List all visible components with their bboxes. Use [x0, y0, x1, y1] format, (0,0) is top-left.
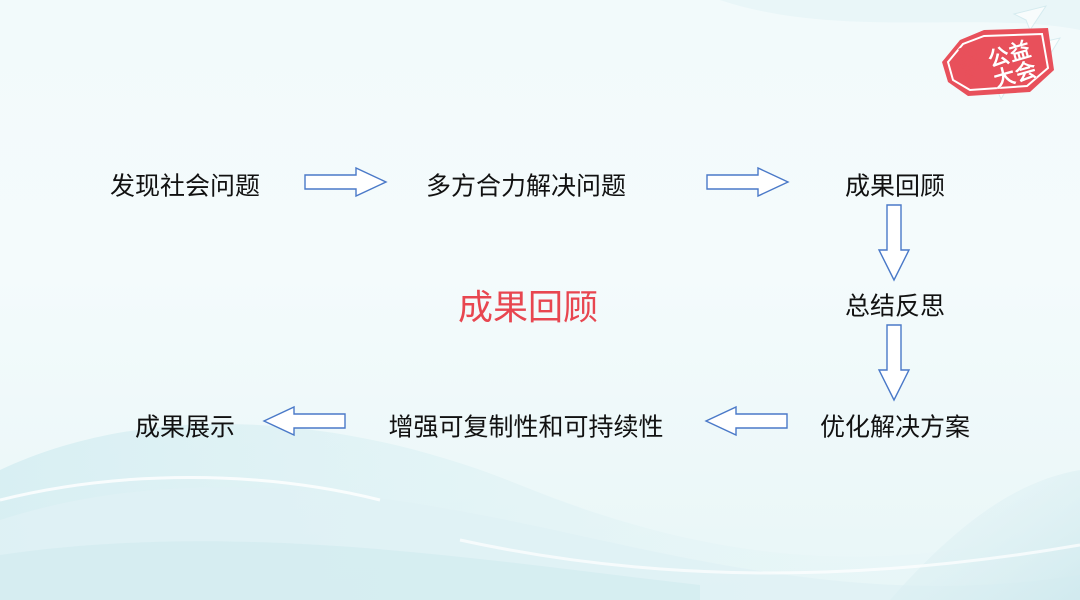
flow-node-results-review: 成果回顾 [844, 171, 946, 201]
arrow-right-icon [304, 166, 388, 198]
center-title: 成果回顾 [457, 288, 599, 329]
event-logo [942, 28, 1054, 96]
flow-node-discover-problem: 发现社会问题 [109, 171, 261, 201]
flow-node-joint-solution: 多方合力解决问题 [425, 171, 627, 201]
flow-node-optimize-solution: 优化解决方案 [819, 412, 971, 442]
flow-node-replicability: 增强可复制性和可持续性 [388, 412, 664, 442]
arrow-down-icon [877, 204, 911, 282]
arrow-left-icon [704, 405, 788, 437]
arrow-left-icon [262, 405, 346, 437]
arrow-down-icon [877, 324, 911, 402]
flow-node-reflection: 总结反思 [844, 291, 946, 321]
arrow-right-icon [706, 166, 790, 198]
flow-node-results-showcase: 成果展示 [134, 412, 236, 442]
